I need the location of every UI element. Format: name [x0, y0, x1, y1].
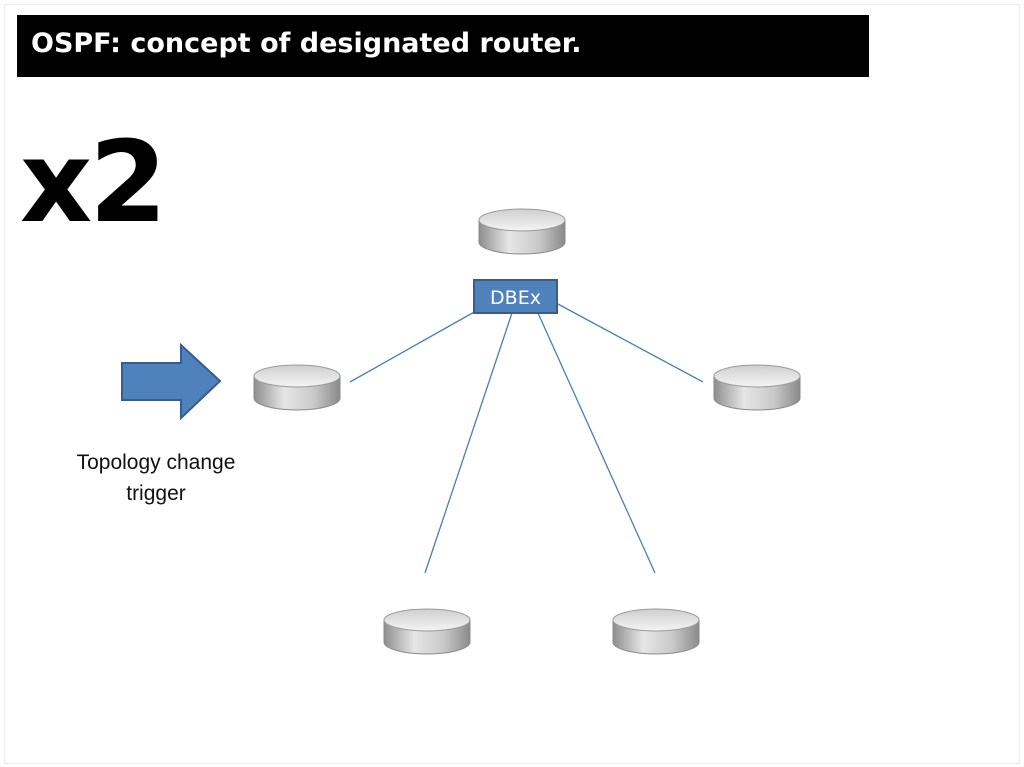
router-bottom-right: [612, 608, 700, 655]
link-bottom-right: [537, 312, 656, 574]
router-bottom-left: [383, 608, 471, 655]
slide-title: OSPF: concept of designated router.: [31, 28, 582, 59]
trigger-caption-line2: trigger: [126, 482, 186, 505]
router-top: [478, 208, 566, 255]
title-bar: OSPF: concept of designated router.: [17, 15, 869, 77]
router-right: [713, 364, 801, 411]
slide-frame: [4, 4, 1020, 764]
link-right: [555, 302, 704, 383]
right-arrow-icon: [121, 342, 222, 421]
trigger-caption-line1: Topology change: [76, 451, 236, 474]
trigger-caption: Topology change trigger: [60, 447, 252, 509]
dbex-label: DBEx: [490, 287, 541, 309]
multiplier-label: x2: [20, 118, 167, 248]
router-left: [253, 364, 341, 411]
dbex-box: DBEx: [473, 279, 558, 314]
link-left: [349, 310, 477, 383]
link-bottom-left: [424, 312, 513, 574]
